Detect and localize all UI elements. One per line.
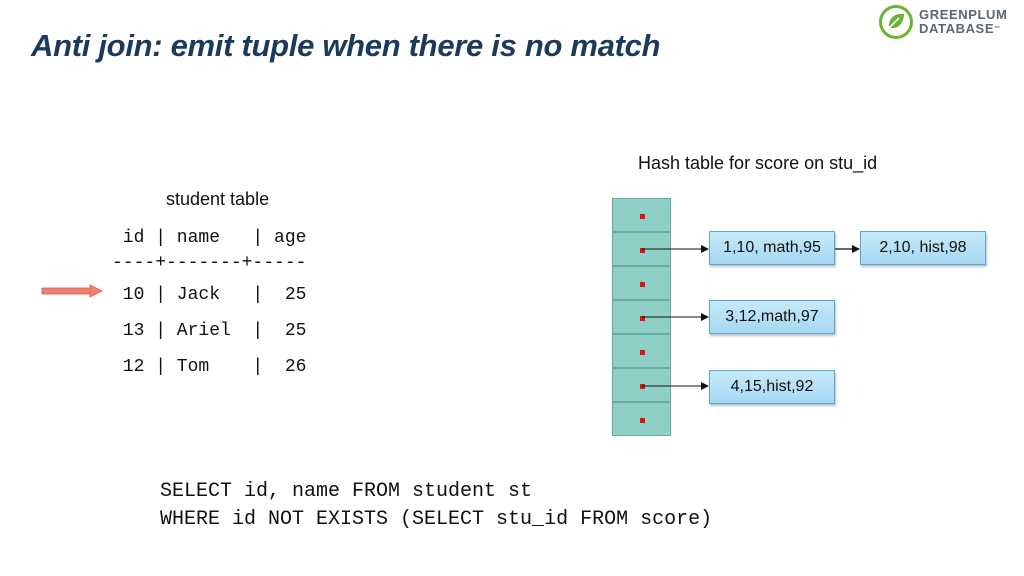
bucket-pointer-dot <box>640 350 645 355</box>
hash-bucket <box>612 198 671 232</box>
greenplum-logo: GREENPLUM DATABASE™ <box>879 5 1007 39</box>
slide-title: Anti join: emit tuple when there is no m… <box>31 28 661 63</box>
sql-query-line-1: SELECT id, name FROM student st <box>160 480 533 503</box>
bucket-pointer-dot <box>640 214 645 219</box>
hash-entry: 2,10, hist,98 <box>860 231 986 265</box>
logo-line-1: GREENPLUM <box>919 7 1008 22</box>
student-table-separator: ----+-------+----- <box>112 253 307 273</box>
student-table-row: 13 | Ariel | 25 <box>112 321 307 341</box>
hash-bucket <box>612 368 671 402</box>
bucket-pointer-dot <box>640 418 645 423</box>
bucket-pointer-dot <box>640 248 645 253</box>
sql-query-line-2: WHERE id NOT EXISTS (SELECT stu_id FROM … <box>160 508 713 531</box>
bucket-pointer-dot <box>640 282 645 287</box>
student-table-row: 12 | Tom | 26 <box>112 357 307 377</box>
hash-entry: 4,15,hist,92 <box>709 370 835 404</box>
hash-entry: 3,12,math,97 <box>709 300 835 334</box>
bucket-pointer-dot <box>640 316 645 321</box>
current-row-pointer-arrow <box>41 284 103 298</box>
greenplum-leaf-icon <box>879 5 913 39</box>
hash-bucket <box>612 266 671 300</box>
logo-line-2: DATABASE™ <box>919 21 1001 36</box>
hash-bucket <box>612 334 671 368</box>
student-table-caption: student table <box>166 189 270 209</box>
hash-entry: 1,10, math,95 <box>709 231 835 265</box>
hash-table-caption: Hash table for score on stu_id <box>638 153 878 173</box>
hash-bucket <box>612 402 671 436</box>
student-table-header: id | name | age <box>112 228 307 248</box>
student-table-row: 10 | Jack | 25 <box>112 285 307 305</box>
